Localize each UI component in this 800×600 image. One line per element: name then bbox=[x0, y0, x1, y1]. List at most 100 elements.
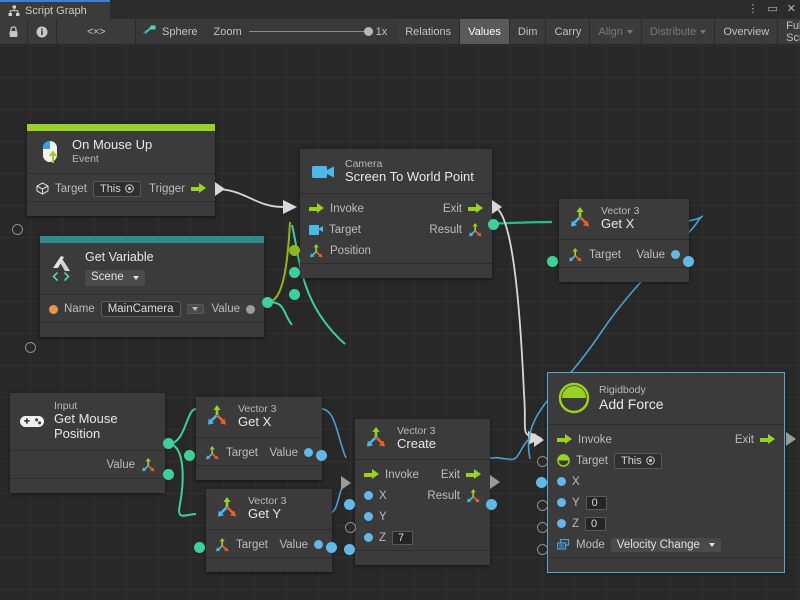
z-input[interactable]: 7 bbox=[392, 530, 414, 545]
y-input[interactable]: 0 bbox=[585, 495, 607, 510]
value-port-dot[interactable] bbox=[246, 304, 255, 314]
z-input[interactable]: 0 bbox=[585, 516, 607, 531]
node-camera-screen-to-world-point[interactable]: Camera Screen To World Point Invoke Exit… bbox=[289, 149, 502, 300]
port-row-target[interactable]: Target This Trigger bbox=[27, 178, 215, 199]
port-row-position[interactable]: Position bbox=[300, 240, 492, 261]
graph-target[interactable]: Sphere bbox=[136, 19, 203, 44]
port-out-value-b[interactable] bbox=[163, 469, 174, 480]
maximize-icon[interactable]: ▭ bbox=[767, 3, 778, 15]
name-port-dot[interactable] bbox=[49, 304, 58, 314]
port-in-z[interactable] bbox=[537, 522, 548, 533]
scope-dropdown-wrap[interactable]: Scene bbox=[85, 267, 154, 286]
y-port-dot[interactable] bbox=[557, 498, 566, 507]
port-out-result[interactable] bbox=[486, 499, 497, 510]
toolbar-dim[interactable]: Dim bbox=[509, 19, 547, 44]
kebab-menu-icon[interactable]: ⋮ bbox=[747, 3, 759, 15]
port-in-position[interactable] bbox=[289, 289, 300, 300]
port-in-enter[interactable] bbox=[12, 224, 23, 235]
graph-canvas[interactable]: On Mouse Up Event Target This Trigger bbox=[0, 44, 800, 600]
node-vector3-get-x-mid[interactable]: Vector 3 Get X Target Value bbox=[184, 397, 327, 480]
node-vector3-create[interactable]: Vector 3 Create Invoke Exit X bbox=[341, 419, 500, 565]
port-out-value[interactable] bbox=[262, 297, 273, 308]
variable-name-field[interactable]: MainCamera bbox=[100, 301, 181, 318]
port-in-y[interactable] bbox=[537, 500, 548, 511]
value-port-dot[interactable] bbox=[304, 448, 313, 457]
port-row-y[interactable]: Y 0 bbox=[548, 492, 784, 513]
scope-dropdown[interactable]: Scene bbox=[85, 270, 145, 286]
port-row-invoke[interactable]: Invoke Exit bbox=[548, 429, 784, 450]
port-in-x[interactable] bbox=[536, 477, 547, 488]
zoom-track[interactable] bbox=[248, 27, 373, 36]
toolbar-values[interactable]: Values bbox=[460, 19, 510, 44]
port-row-target[interactable]: Target Value bbox=[196, 442, 322, 463]
target-value-button[interactable]: This bbox=[613, 452, 662, 469]
close-icon[interactable]: ✕ bbox=[786, 3, 796, 15]
lock-button[interactable] bbox=[0, 19, 28, 44]
toolbar-align[interactable]: Align bbox=[590, 19, 642, 44]
toolbar-overview[interactable]: Overview bbox=[715, 19, 779, 44]
target-value-button[interactable]: This bbox=[92, 180, 141, 197]
node-vector3-get-y[interactable]: Vector 3 Get Y Target Value bbox=[194, 489, 337, 572]
zoom-slider[interactable]: Zoom 1x bbox=[203, 19, 397, 44]
node-rigidbody-add-force[interactable]: Rigidbody Add Force Invoke Exit bbox=[534, 372, 796, 573]
port-in-target[interactable] bbox=[289, 267, 300, 278]
port-row-name[interactable]: Name MainCamera Value bbox=[40, 299, 264, 320]
code-button[interactable]: <×> bbox=[57, 19, 136, 44]
port-in-target[interactable] bbox=[537, 456, 548, 467]
port-row-target[interactable]: Target Value bbox=[559, 244, 689, 265]
port-row-value[interactable]: Value bbox=[10, 455, 165, 476]
port-in-target[interactable] bbox=[184, 450, 195, 461]
toolbar-full-screen[interactable]: Full Screen bbox=[778, 19, 800, 44]
port-row-target[interactable]: Target Value bbox=[206, 534, 332, 555]
port-row-x[interactable]: X bbox=[548, 471, 784, 492]
port-in-z[interactable] bbox=[344, 544, 355, 555]
port-in-y[interactable] bbox=[345, 522, 356, 533]
port-in-invoke[interactable] bbox=[534, 433, 544, 447]
port-out-value-a[interactable] bbox=[163, 438, 174, 449]
port-row-z[interactable]: Z 0 bbox=[548, 513, 784, 534]
port-row-mode[interactable]: Mode Velocity Change bbox=[548, 534, 784, 555]
port-in-invoke[interactable] bbox=[289, 245, 300, 256]
port-in-mode[interactable] bbox=[537, 544, 548, 555]
port-out-value[interactable] bbox=[683, 256, 694, 267]
node-vector3-get-x-top[interactable]: Vector 3 Get X Target Value bbox=[547, 199, 694, 282]
value-port-dot[interactable] bbox=[671, 250, 680, 259]
port-in-invoke[interactable] bbox=[341, 476, 351, 490]
vector3-icon bbox=[205, 404, 229, 430]
node-input-get-mouse-position[interactable]: Input Get Mouse Position Value bbox=[10, 393, 174, 493]
port-out-value[interactable] bbox=[326, 542, 337, 553]
toolbar-relations[interactable]: Relations bbox=[397, 19, 461, 44]
port-in-target[interactable] bbox=[547, 256, 558, 267]
port-out-exit[interactable] bbox=[492, 200, 502, 214]
mode-dropdown[interactable]: Velocity Change bbox=[610, 537, 721, 552]
port-in-name[interactable] bbox=[25, 342, 36, 353]
port-out-exit[interactable] bbox=[490, 475, 500, 489]
variable-name-dropdown[interactable] bbox=[186, 304, 204, 315]
node-on-mouse-up[interactable]: On Mouse Up Event Target This Trigger bbox=[12, 124, 225, 235]
port-row-x[interactable]: X Result bbox=[355, 485, 490, 506]
port-in-x[interactable] bbox=[344, 499, 355, 510]
port-row-target[interactable]: Target This bbox=[548, 450, 784, 471]
port-out-value[interactable] bbox=[316, 450, 327, 461]
port-row-target[interactable]: Target Result bbox=[300, 219, 492, 240]
y-port-dot[interactable] bbox=[364, 512, 373, 521]
port-out-result[interactable] bbox=[488, 219, 499, 230]
x-port-dot[interactable] bbox=[557, 477, 566, 486]
port-out-exit[interactable] bbox=[786, 432, 796, 446]
info-button[interactable] bbox=[28, 19, 57, 44]
x-port-dot[interactable] bbox=[364, 491, 373, 500]
z-port-dot[interactable] bbox=[364, 533, 373, 542]
port-row-invoke[interactable]: Invoke Exit bbox=[355, 464, 490, 485]
z-port-dot[interactable] bbox=[557, 519, 566, 528]
port-in-target[interactable] bbox=[194, 542, 205, 553]
toolbar-distribute[interactable]: Distribute bbox=[641, 19, 716, 44]
tab-script-graph[interactable]: Script Graph bbox=[0, 0, 110, 19]
zoom-knob[interactable] bbox=[363, 27, 373, 36]
port-out-trigger[interactable] bbox=[215, 182, 225, 196]
port-row-invoke[interactable]: Invoke Exit bbox=[300, 198, 492, 219]
node-get-variable[interactable]: Get Variable Scene Name MainCamera bbox=[25, 236, 273, 353]
port-row-z[interactable]: Z 7 bbox=[355, 527, 490, 548]
value-port-dot[interactable] bbox=[314, 540, 323, 549]
port-row-y[interactable]: Y bbox=[355, 506, 490, 527]
toolbar-carry[interactable]: Carry bbox=[546, 19, 591, 44]
